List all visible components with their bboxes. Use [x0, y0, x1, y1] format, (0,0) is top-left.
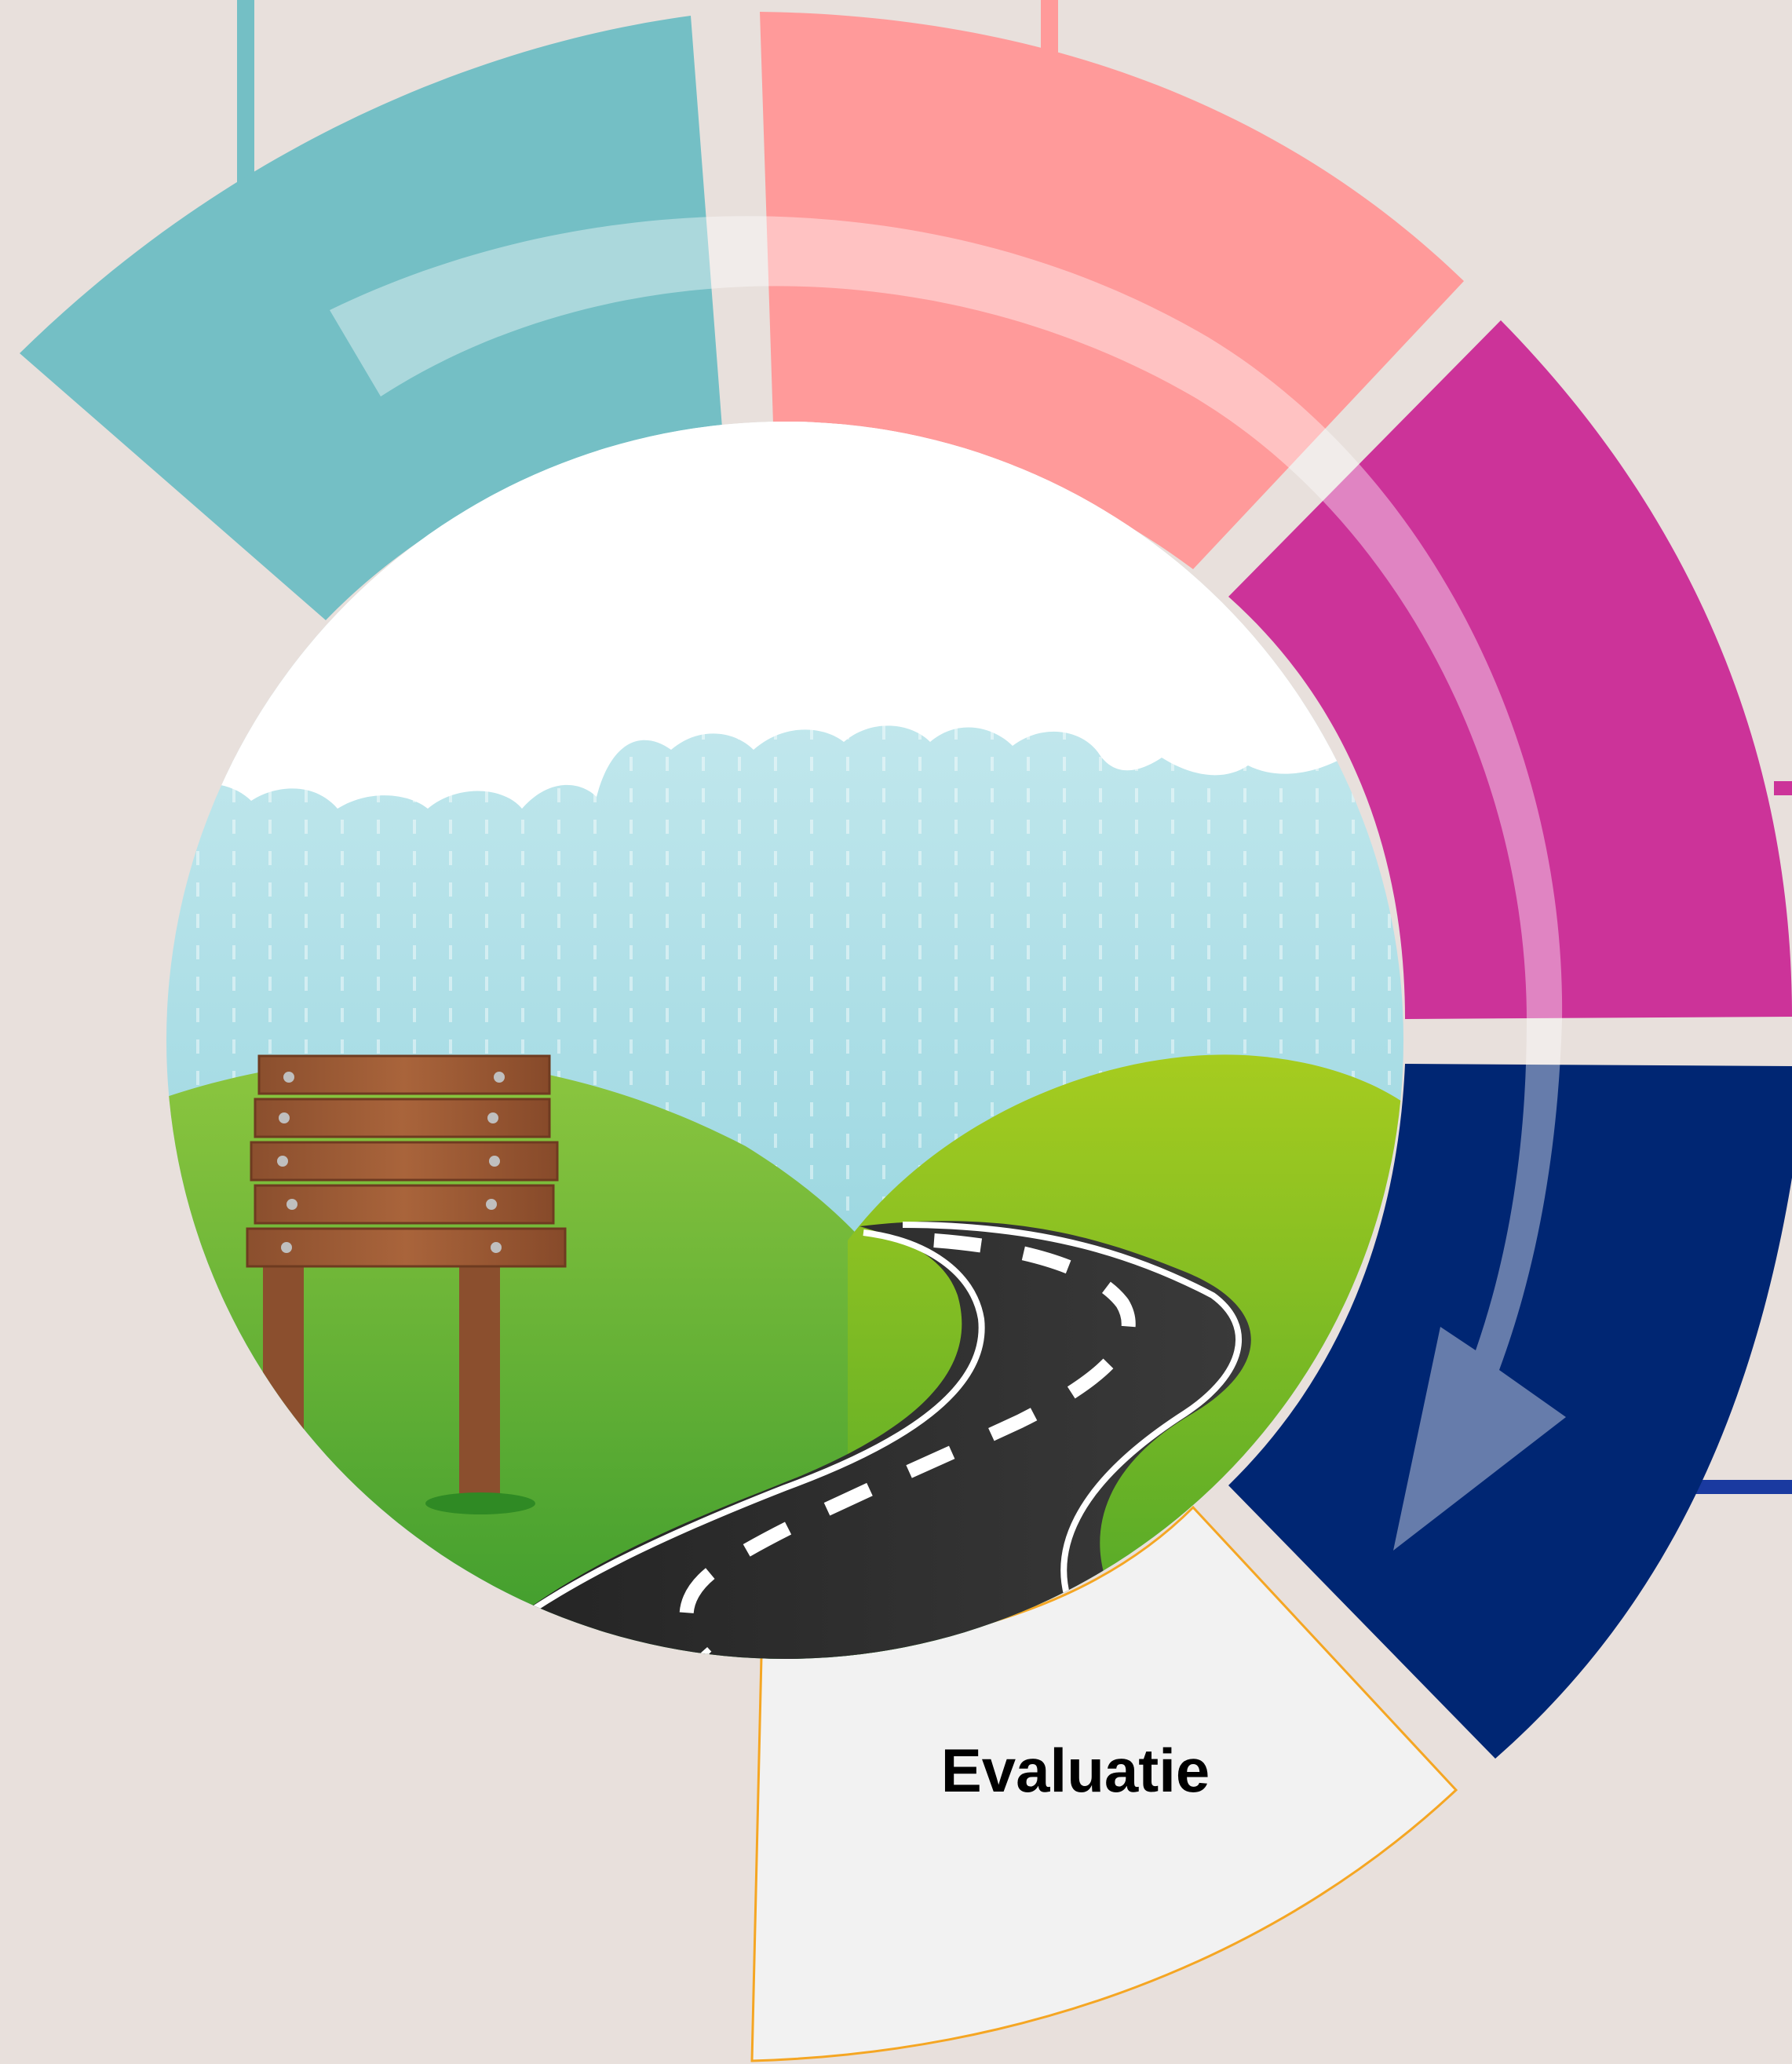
- connector-magenta: [1774, 781, 1792, 795]
- signboard: [246, 1054, 567, 1514]
- connector-teal: [237, 0, 254, 184]
- road: [440, 1221, 1251, 1659]
- segment-navy[interactable]: [1228, 1064, 1792, 1759]
- segment-salmon[interactable]: [760, 12, 1464, 569]
- ring-segments: [20, 12, 1792, 2062]
- connector-salmon: [1041, 0, 1058, 55]
- segment-magenta[interactable]: [1228, 320, 1792, 1019]
- connector-navy: [1680, 1480, 1792, 1494]
- connector-lines: [237, 0, 1792, 1494]
- segment-evaluatie-label: Evaluatie: [941, 1736, 1210, 1805]
- cycle-arrow: [330, 216, 1566, 1551]
- cycle-arrow-shape: [330, 216, 1566, 1551]
- segment-teal[interactable]: [20, 16, 722, 620]
